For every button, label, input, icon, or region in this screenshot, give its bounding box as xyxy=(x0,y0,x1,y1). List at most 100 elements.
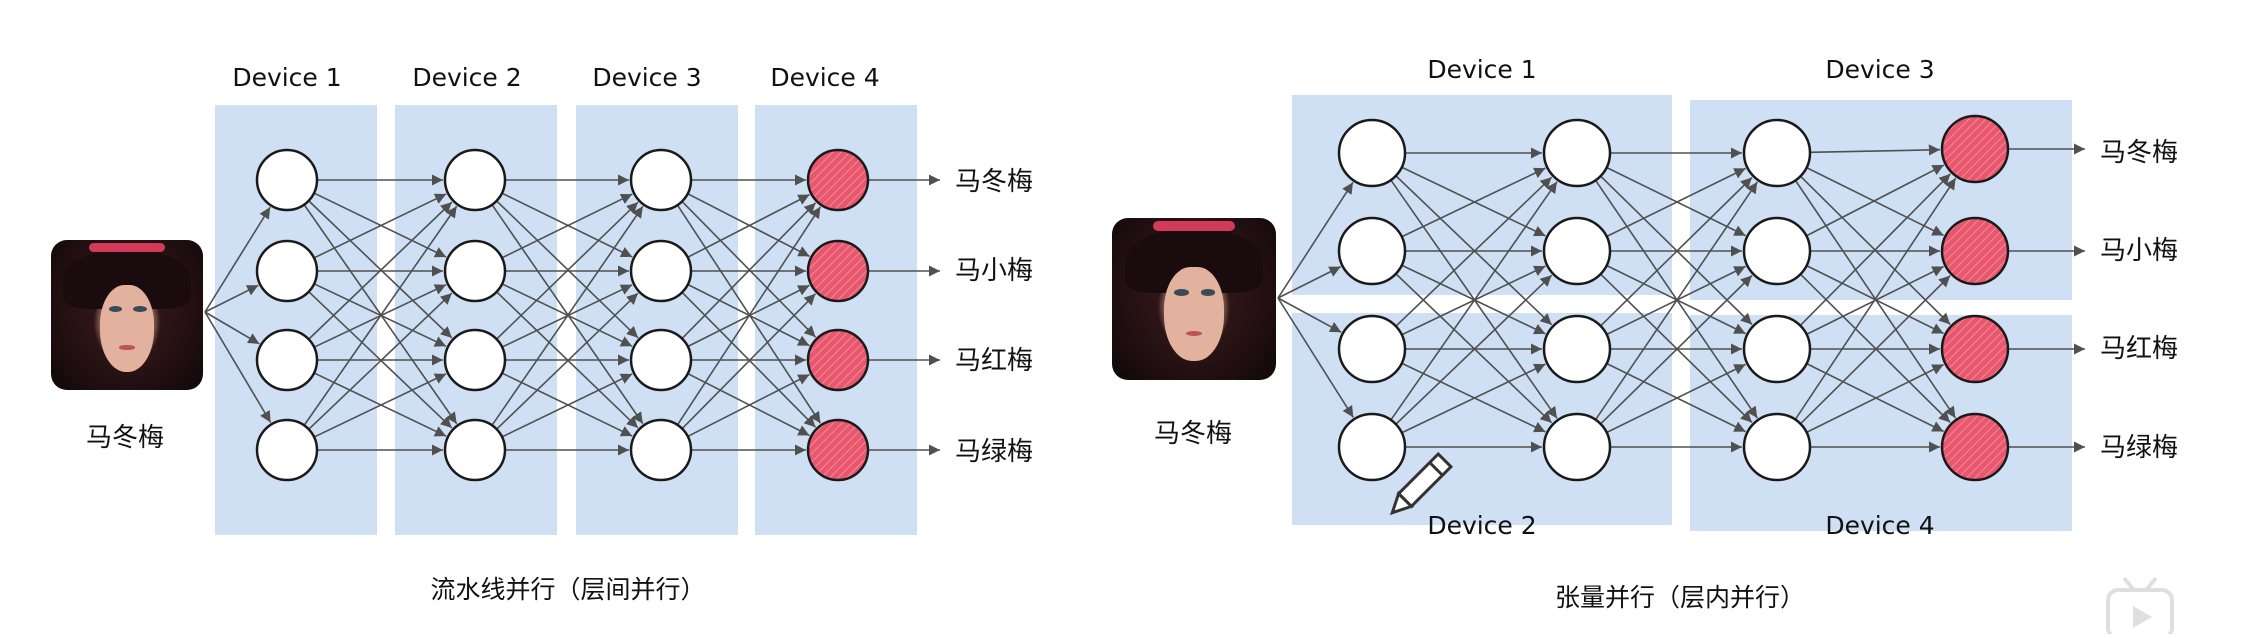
pipeline-edge xyxy=(491,205,644,426)
pipeline-node xyxy=(255,418,319,482)
tensor-edges xyxy=(1277,143,2085,453)
pipeline-diagram: Device 1 Device 2 Device 3 Device 4 马冬梅 … xyxy=(86,63,1033,604)
pipeline-edge xyxy=(687,193,810,258)
tensor-node xyxy=(1742,216,1812,286)
pipeline-node xyxy=(255,328,319,392)
pipeline-output-node xyxy=(806,418,870,482)
tensor-node xyxy=(1337,118,1407,188)
tensor-edge xyxy=(1390,181,1558,421)
pipeline-edge xyxy=(676,204,822,424)
pipeline-output-node xyxy=(806,239,870,303)
pipeline-edge xyxy=(501,193,633,259)
pipeline-edge xyxy=(681,202,817,340)
pipeline-node xyxy=(443,148,507,212)
tensor-edge xyxy=(1606,167,1746,238)
pipeline-edge xyxy=(303,204,458,425)
pipeline-input-edge xyxy=(204,284,259,313)
pipeline-edge xyxy=(687,372,810,437)
tensor-node xyxy=(1337,412,1407,482)
tensor-edge xyxy=(1395,176,1553,327)
tensor-nodes xyxy=(1337,114,2010,482)
tensor-output-1: 马冬梅 xyxy=(2100,138,2178,168)
tensor-input-edge xyxy=(1277,265,1342,299)
tensor-node xyxy=(1337,314,1407,384)
pipeline-edge xyxy=(313,193,447,259)
portrait-photo xyxy=(1112,218,1276,380)
bilibili-tv-icon xyxy=(2106,576,2174,638)
tensor-output-node xyxy=(1940,114,2010,184)
pipeline-node xyxy=(443,418,507,482)
tensor-edge xyxy=(1395,274,1553,425)
pipeline-node xyxy=(629,239,693,303)
tensor-node xyxy=(1742,118,1812,188)
tensor-edge xyxy=(1809,144,1941,156)
pipeline-output-2: 马小梅 xyxy=(955,256,1033,286)
tensor-edge xyxy=(1799,173,1951,327)
pipeline-edge xyxy=(687,373,810,438)
pipeline-input-label: 马冬梅 xyxy=(86,423,164,453)
pipeline-device-3-label: Device 3 xyxy=(592,63,701,92)
tensor-device-3-label: Device 3 xyxy=(1825,55,1934,84)
pipeline-edge xyxy=(501,373,633,438)
pipeline-output-3: 马红梅 xyxy=(955,346,1033,376)
pipeline-node xyxy=(443,328,507,392)
pipeline-edge xyxy=(308,292,453,430)
pipeline-edge xyxy=(681,200,817,338)
tensor-edge xyxy=(1594,181,1758,421)
tensor-input-label: 马冬梅 xyxy=(1154,419,1232,449)
tensor-edge xyxy=(1401,363,1546,434)
pipeline-input-edge xyxy=(204,311,272,423)
pipeline-edge xyxy=(303,205,458,426)
tensor-device-3-panel xyxy=(1690,100,2072,300)
pipeline-edge xyxy=(676,206,822,426)
tensor-node xyxy=(1742,412,1812,482)
tensor-diagram: Device 1 Device 2 Device 3 Device 4 马冬梅 … xyxy=(1154,55,2178,612)
pipeline-edge xyxy=(496,201,639,340)
tensor-device-1-label: Device 1 xyxy=(1427,55,1536,84)
tensor-output-2: 马小梅 xyxy=(2100,236,2178,266)
pipeline-device-4-label: Device 4 xyxy=(770,63,879,92)
pencil-icon xyxy=(1389,451,1454,516)
tensor-edge xyxy=(1600,176,1753,327)
pipeline-node xyxy=(255,148,319,212)
pipeline-output-1: 马冬梅 xyxy=(955,167,1033,197)
tensor-node xyxy=(1542,216,1612,286)
tensor-caption: 张量并行（层内并行） xyxy=(1555,583,1805,612)
pipeline-node xyxy=(629,148,693,212)
tensor-device-4-label: Device 4 xyxy=(1825,511,1934,540)
pipeline-output-node xyxy=(806,148,870,212)
tensor-node xyxy=(1542,314,1612,384)
pipeline-edge xyxy=(687,193,810,258)
pipeline-node xyxy=(443,239,507,303)
tensor-input-edge xyxy=(1277,297,1355,418)
tensor-output-node xyxy=(1940,314,2010,384)
tensor-edge xyxy=(1794,177,1957,420)
pipeline-node xyxy=(629,328,693,392)
pipeline-nodes xyxy=(255,148,870,482)
tensor-output-4: 马绿梅 xyxy=(2100,433,2178,463)
tensor-edge xyxy=(1806,166,1944,237)
pipeline-edge xyxy=(496,292,639,430)
portrait-photo xyxy=(51,240,203,390)
tensor-edge xyxy=(1805,164,1945,237)
tensor-node xyxy=(1337,216,1407,286)
pipeline-edges xyxy=(204,174,940,456)
pipeline-device-1-label: Device 1 xyxy=(232,63,341,92)
tensor-input-edge xyxy=(1277,297,1342,334)
pipeline-edge xyxy=(313,373,447,438)
tensor-edge xyxy=(1401,167,1546,238)
tensor-input-edge xyxy=(1277,181,1354,299)
pipeline-output-node xyxy=(806,328,870,392)
pipeline-input-edge xyxy=(204,206,271,313)
tensor-output-node xyxy=(1940,412,2010,482)
pipeline-edge xyxy=(308,201,453,340)
tensor-edge xyxy=(1606,363,1746,434)
tensor-node xyxy=(1742,314,1812,384)
tensor-edge xyxy=(1799,275,1951,425)
pipeline-edge xyxy=(681,293,817,430)
tensor-node xyxy=(1542,412,1612,482)
pipeline-device-2-label: Device 2 xyxy=(412,63,521,92)
tensor-edge xyxy=(1600,274,1753,425)
